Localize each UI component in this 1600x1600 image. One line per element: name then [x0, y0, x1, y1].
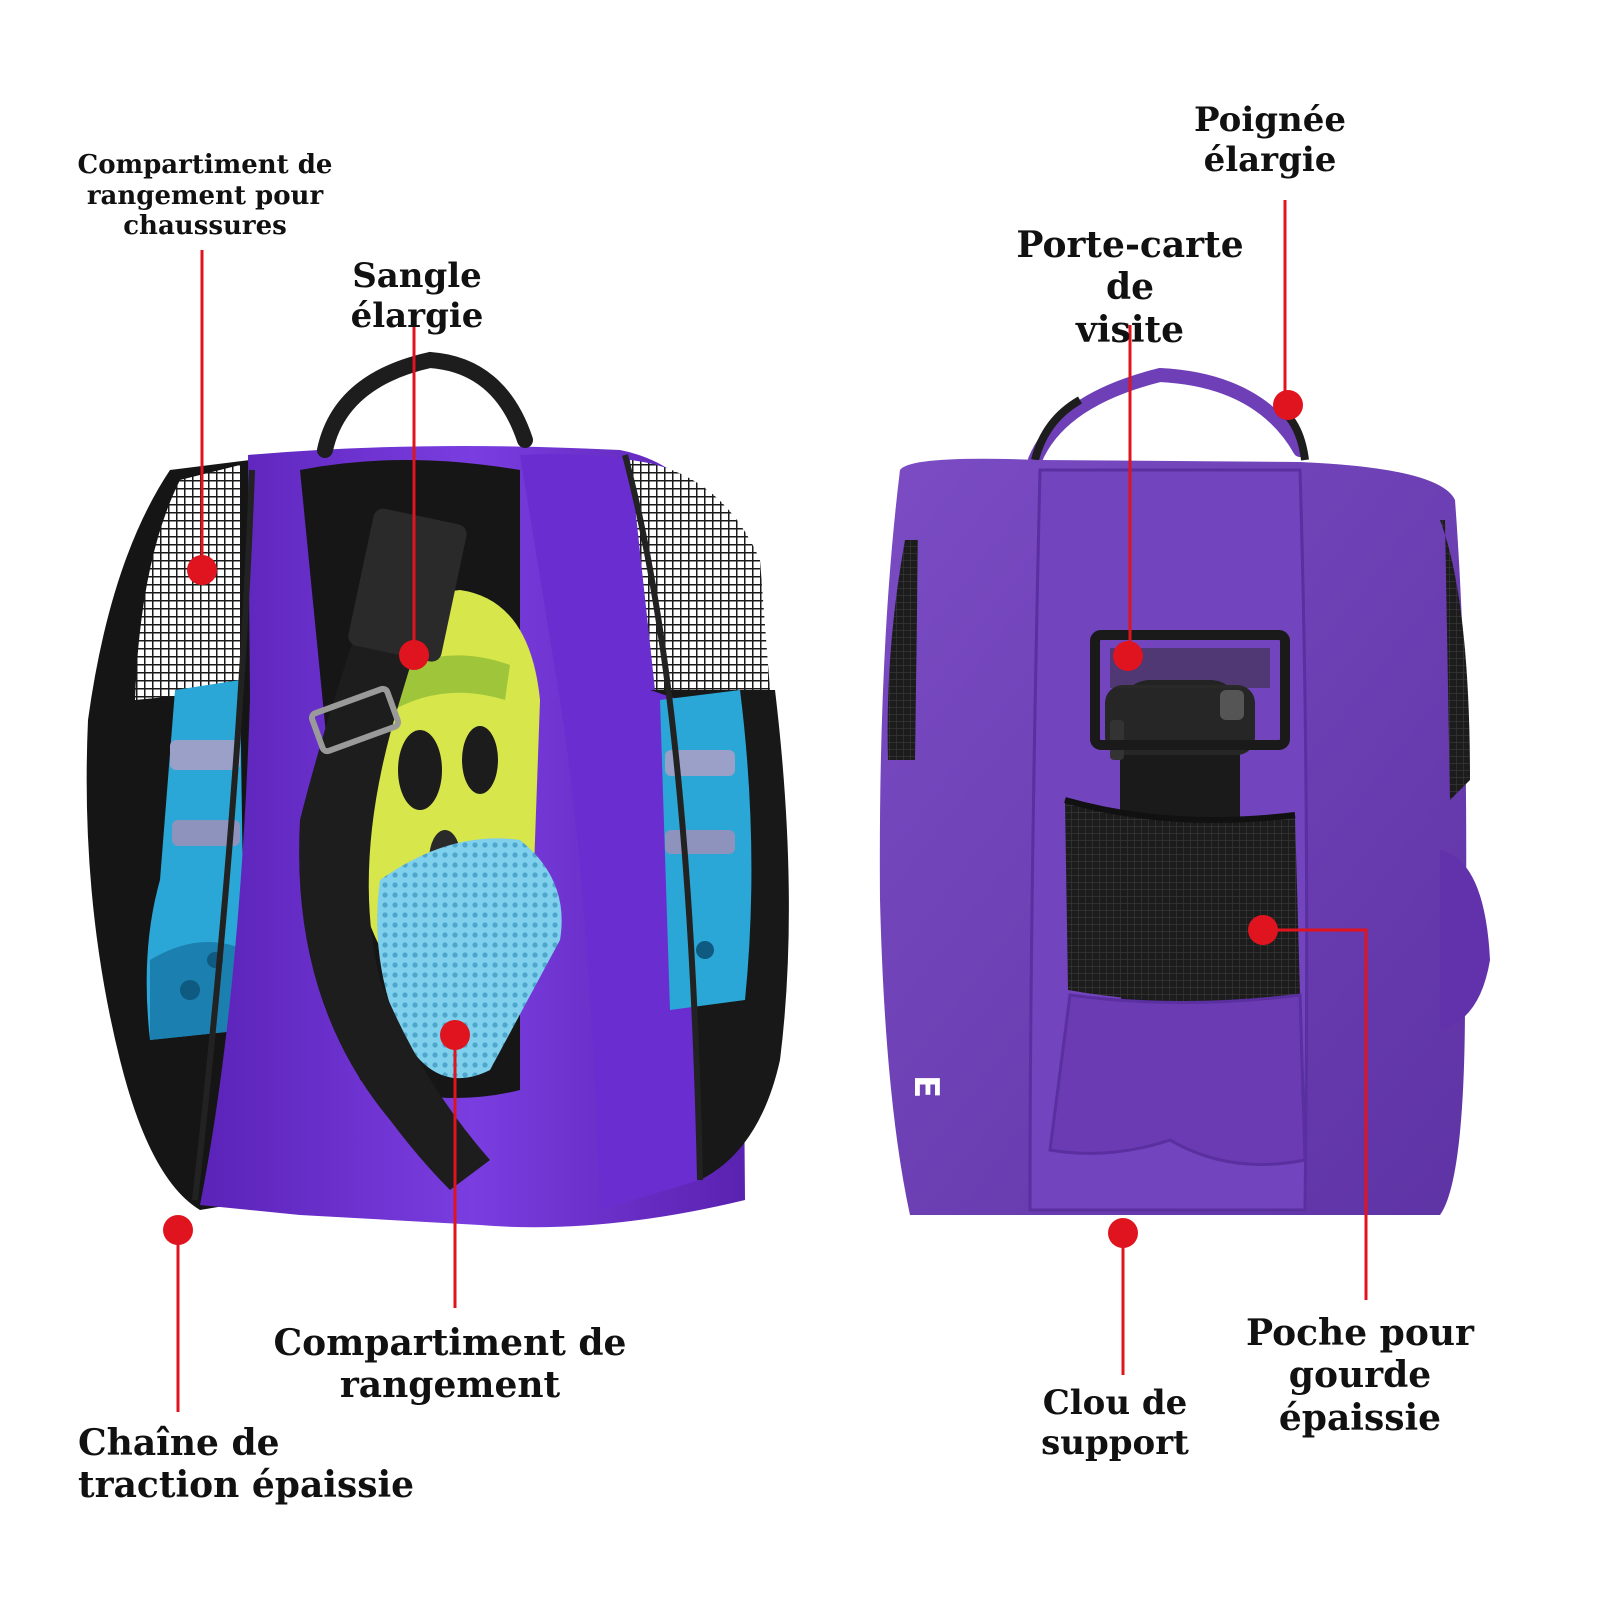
callout-dot-shoe — [187, 555, 217, 585]
label-bottle-pocket: Poche pour gourde épaissie — [1246, 1312, 1474, 1439]
side-mesh-left — [887, 540, 918, 760]
right-zipper — [622, 454, 703, 1181]
label-storage-compartment: Compartiment de rangement — [273, 1322, 627, 1407]
side-mesh-right — [1440, 520, 1470, 800]
bottle-mesh-pocket — [1065, 800, 1300, 1002]
handle-grip — [1028, 367, 1307, 467]
label-card-holder: Porte-carte de visite — [1016, 224, 1244, 351]
right-skate — [660, 690, 752, 1010]
callout-dot-zip — [163, 1215, 193, 1245]
label-support-stud: Clou de support — [1041, 1383, 1189, 1464]
callout-lines — [176, 200, 1368, 1412]
callout-line-bottle — [1265, 928, 1368, 1300]
open-bag — [86, 351, 789, 1228]
top-handle — [317, 351, 533, 458]
shoulder-strap — [299, 520, 490, 1190]
label-wide-handle: Poignée élargie — [1193, 100, 1346, 181]
label-wide-strap: Sangle élargie — [350, 256, 484, 337]
callout-dot-stud — [1108, 1218, 1138, 1248]
strap-buckle — [308, 685, 402, 755]
towel — [377, 838, 562, 1079]
callout-dot-bottle — [1248, 915, 1278, 945]
callout-dot-storage — [440, 1020, 470, 1050]
side-logo-icon: E — [906, 1075, 946, 1098]
lower-pocket — [1048, 993, 1307, 1166]
label-shoe-compartment: Compartiment de rangement pour chaussure… — [77, 150, 333, 242]
right-mesh — [630, 460, 770, 690]
left-mesh — [135, 465, 240, 700]
callout-dots — [163, 390, 1303, 1248]
left-zipper — [192, 469, 255, 1201]
callout-dot-strap — [399, 640, 429, 670]
closed-bag: E — [879, 367, 1490, 1215]
strap-pad — [348, 508, 467, 662]
callout-dot-handle — [1273, 390, 1303, 420]
card-holder-frame — [1090, 630, 1290, 750]
handle-left-end — [1031, 396, 1083, 462]
side-pocket-right — [1440, 850, 1490, 1030]
label-thick-zipper: Chaîne de traction épaissie — [78, 1422, 415, 1507]
pocket-elastic — [1064, 797, 1296, 823]
callout-dot-card — [1113, 641, 1143, 671]
